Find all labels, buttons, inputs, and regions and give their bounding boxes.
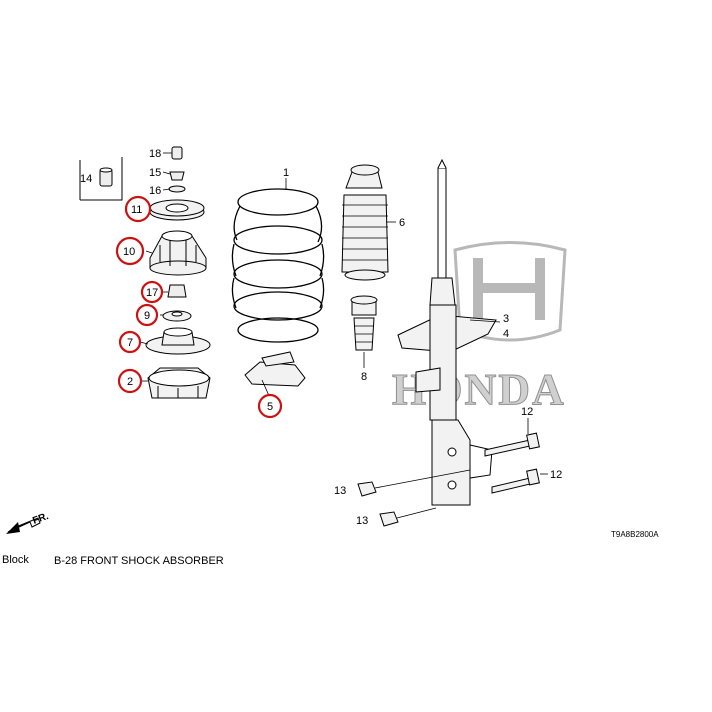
block-label: Block (2, 554, 29, 566)
callout-13-upper: 13 (334, 485, 346, 497)
callout-1: 1 (283, 167, 289, 179)
callout-5: 5 (267, 401, 273, 413)
callout-15: 15 (149, 167, 161, 179)
callout-4: 4 (503, 328, 509, 340)
callout-12-lower: 12 (550, 469, 562, 481)
callout-10: 10 (123, 246, 135, 258)
part-8-bump-stop (350, 295, 378, 351)
callout-18: 18 (149, 148, 161, 160)
callout-17: 17 (146, 287, 158, 299)
callout-9: 9 (144, 310, 150, 322)
front-direction-arrow: FR. (6, 511, 50, 534)
section-title: B-28 FRONT SHOCK ABSORBER (54, 555, 224, 567)
part-7-spring-seat (145, 327, 211, 355)
nuts-13 (357, 481, 399, 527)
upper-small-parts (168, 146, 186, 193)
part-2-lower-seat (147, 367, 211, 399)
callout-8: 8 (361, 371, 367, 383)
part-9-washer (162, 310, 192, 322)
honda-logo-watermark (453, 241, 567, 342)
part-14-inset-box (79, 157, 123, 201)
callout-3: 3 (503, 313, 509, 325)
highlight-circles (115, 195, 283, 419)
part-5-insulator (244, 351, 306, 387)
bolts-12 (484, 432, 540, 494)
part-17-nut (167, 284, 187, 298)
callout-6: 6 (399, 217, 405, 229)
front-direction-label: FR. (31, 511, 50, 527)
callout-14: 14 (80, 173, 92, 185)
part-1-coil-spring (231, 188, 325, 343)
callout-2: 2 (127, 376, 133, 388)
callout-7: 7 (127, 337, 133, 349)
strut-assembly (397, 158, 497, 506)
callout-13-lower: 13 (356, 515, 368, 527)
diagram-code: T9A8B2800A (611, 530, 659, 539)
callout-11: 11 (131, 204, 142, 216)
part-6-dust-boot (341, 164, 389, 281)
part-11-bearing (149, 199, 205, 221)
callout-16: 16 (149, 185, 161, 197)
callout-12-upper: 12 (521, 406, 533, 418)
part-10-upper-mount (149, 230, 207, 276)
